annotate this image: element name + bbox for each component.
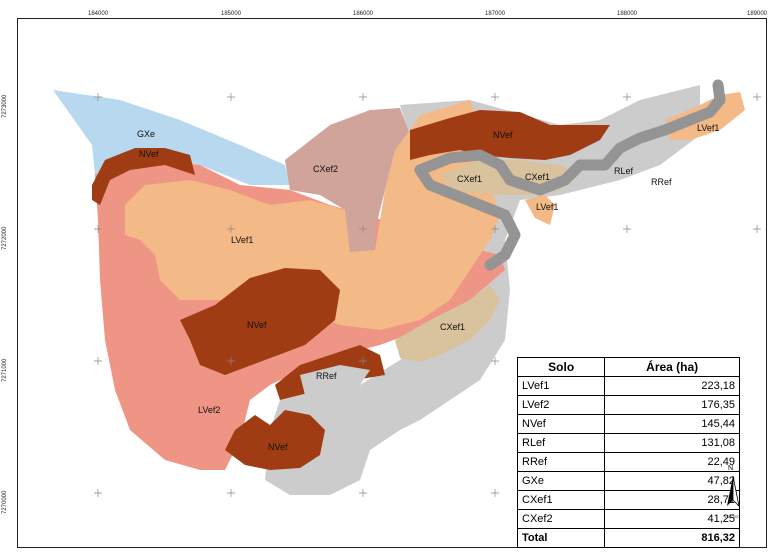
label-nvef: NVef (493, 130, 513, 140)
legend-area: 223,18 (604, 376, 740, 396)
polygon-lvef1-main (125, 100, 500, 330)
legend-solo: LVef2 (516, 395, 606, 415)
label-cxef1: CXef1 (525, 172, 550, 182)
label-nvef: NVef (268, 442, 288, 452)
label-nvef: NVef (139, 149, 159, 159)
label-nvef: NVef (247, 320, 267, 330)
label-lvef1: LVef1 (697, 123, 719, 133)
label-lvef1: LVef1 (536, 202, 558, 212)
label-lvef2: LVef2 (198, 405, 220, 415)
legend-solo: RLef (516, 433, 606, 453)
north-arrow-icon (727, 475, 740, 508)
legend-total-label: Total (516, 528, 606, 548)
polygon-nvef-bottom (225, 410, 325, 470)
legend-header-solo: Solo (516, 357, 606, 377)
label-rlef: RLef (614, 166, 634, 176)
label-gxe: GXe (137, 129, 155, 139)
coord-easting: 186000 (352, 11, 374, 17)
polygon-rlef (414, 79, 726, 196)
polygon-nvef-topright (410, 110, 610, 160)
legend-area: 41,25 (604, 509, 740, 529)
label-rref: RRef (651, 177, 672, 187)
coord-easting: 185000 (220, 11, 242, 17)
polygon-nvef-central (180, 268, 340, 375)
legend-solo: NVef (516, 414, 606, 434)
coord-easting: 189000 (746, 11, 768, 17)
coord-easting: 187000 (484, 11, 506, 17)
scale-text: 1:20.000 (724, 514, 740, 519)
polygon-rref-base (265, 85, 700, 495)
polygon-rref-patch (300, 365, 370, 395)
legend-area: 145,44 (604, 414, 740, 434)
legend-solo: CXef2 (516, 509, 606, 529)
polygon-cxef2 (285, 108, 410, 252)
label-cxef1: CXef1 (457, 174, 482, 184)
grid-crosses (94, 93, 761, 497)
legend-header: Solo Área (ha) (516, 357, 740, 377)
coord-easting: 184000 (87, 11, 109, 17)
coord-easting: 188000 (616, 11, 638, 17)
label-rref: RRef (316, 371, 337, 381)
polygon-nvef-topleft (92, 148, 195, 205)
label-lvef1: LVef1 (231, 235, 253, 245)
legend-area: 22,49 (604, 452, 740, 472)
legend-area: 176,35 (604, 395, 740, 415)
legend-area: 131,08 (604, 433, 740, 453)
north-label: N (728, 465, 734, 472)
polygon-rlef-lower (414, 164, 521, 271)
label-cxef1: CXef1 (440, 322, 465, 332)
legend-solo: CXef1 (516, 490, 606, 510)
legend-solo: GXe (516, 471, 606, 491)
legend-solo: LVef1 (516, 376, 606, 396)
legend-header-area: Área (ha) (604, 357, 740, 377)
polygon-cxef1-lower (395, 285, 500, 362)
legend-solo: RRef (516, 452, 606, 472)
label-cxef2: CXef2 (313, 164, 338, 174)
polygon-lvef1-small (525, 195, 555, 225)
legend-total-value: 816,32 (604, 528, 740, 548)
